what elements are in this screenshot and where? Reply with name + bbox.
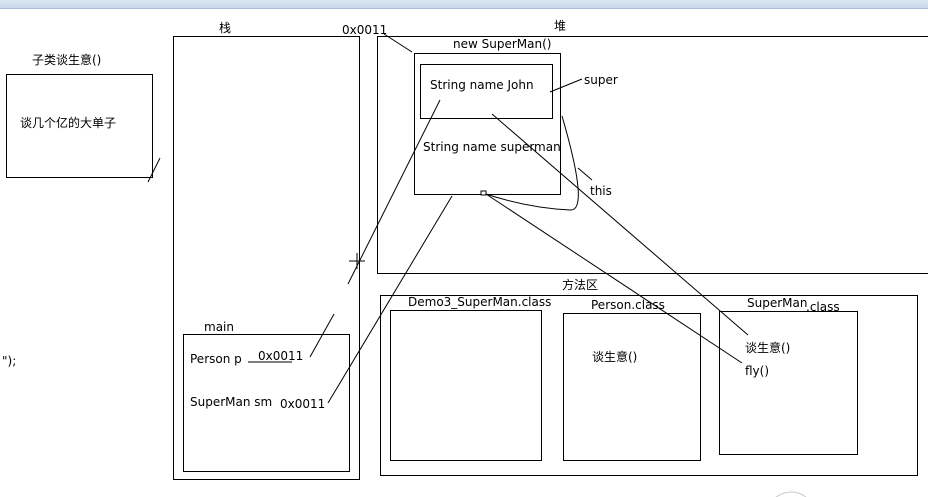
fly-call-line bbox=[485, 193, 743, 364]
address-to-object-line bbox=[383, 33, 413, 53]
class-demo3-name: Demo3_SuperMan.class bbox=[408, 295, 552, 309]
left-note-body: 谈几个亿的大单子 bbox=[20, 116, 117, 130]
class-superman-suffix: .class bbox=[806, 300, 840, 314]
main-frame-box bbox=[183, 334, 350, 472]
note-tick-line bbox=[147, 157, 161, 183]
negotiate-call-line bbox=[491, 113, 749, 336]
this-label: this bbox=[590, 184, 612, 198]
class-person-box bbox=[563, 313, 701, 461]
class-person-name: Person.class bbox=[591, 298, 665, 312]
superman-method-fly: fly() bbox=[745, 364, 770, 378]
super-label: super bbox=[584, 73, 618, 87]
pointer-p-tail-line bbox=[309, 313, 335, 358]
var-p-label: Person p bbox=[190, 352, 242, 366]
class-demo3-box bbox=[390, 310, 542, 461]
person-method-negotiate: 谈生意() bbox=[592, 350, 638, 364]
left-note-title: 子类谈生意() bbox=[32, 53, 102, 67]
mouse-cursor-crosshair bbox=[349, 253, 365, 269]
stack-label: 栈 bbox=[219, 21, 232, 35]
var-sm-label: SuperMan sm bbox=[190, 395, 273, 409]
heap-address: 0x0011 bbox=[342, 23, 388, 37]
heap-label: 堆 bbox=[554, 19, 567, 33]
pointer-p-line bbox=[347, 99, 441, 285]
heap-area bbox=[377, 36, 928, 274]
var-p-value: 0x0011 bbox=[258, 349, 304, 363]
inner-field: String name John bbox=[430, 78, 534, 92]
method-area bbox=[380, 295, 918, 476]
this-pointer-curve bbox=[485, 115, 579, 211]
class-superman-box bbox=[719, 311, 858, 455]
pointer-sm-line bbox=[327, 195, 453, 404]
stack-area bbox=[173, 36, 360, 480]
stray-text: "); bbox=[2, 354, 17, 368]
var-sm-value: 0x0011 bbox=[280, 397, 326, 411]
superman-method-negotiate: 谈生意() bbox=[745, 341, 791, 355]
corner-decoration bbox=[775, 491, 807, 497]
left-note-box bbox=[6, 74, 153, 178]
this-label-pointer-line bbox=[577, 167, 593, 181]
window-top-edge bbox=[0, 0, 928, 9]
class-superman-name: SuperMan bbox=[747, 296, 808, 310]
super-pointer-line bbox=[549, 78, 583, 93]
main-frame-label: main bbox=[204, 320, 234, 334]
method-area-label: 方法区 bbox=[562, 278, 599, 292]
object-label: new SuperMan() bbox=[453, 37, 552, 51]
object-anchor-handle bbox=[480, 190, 487, 196]
